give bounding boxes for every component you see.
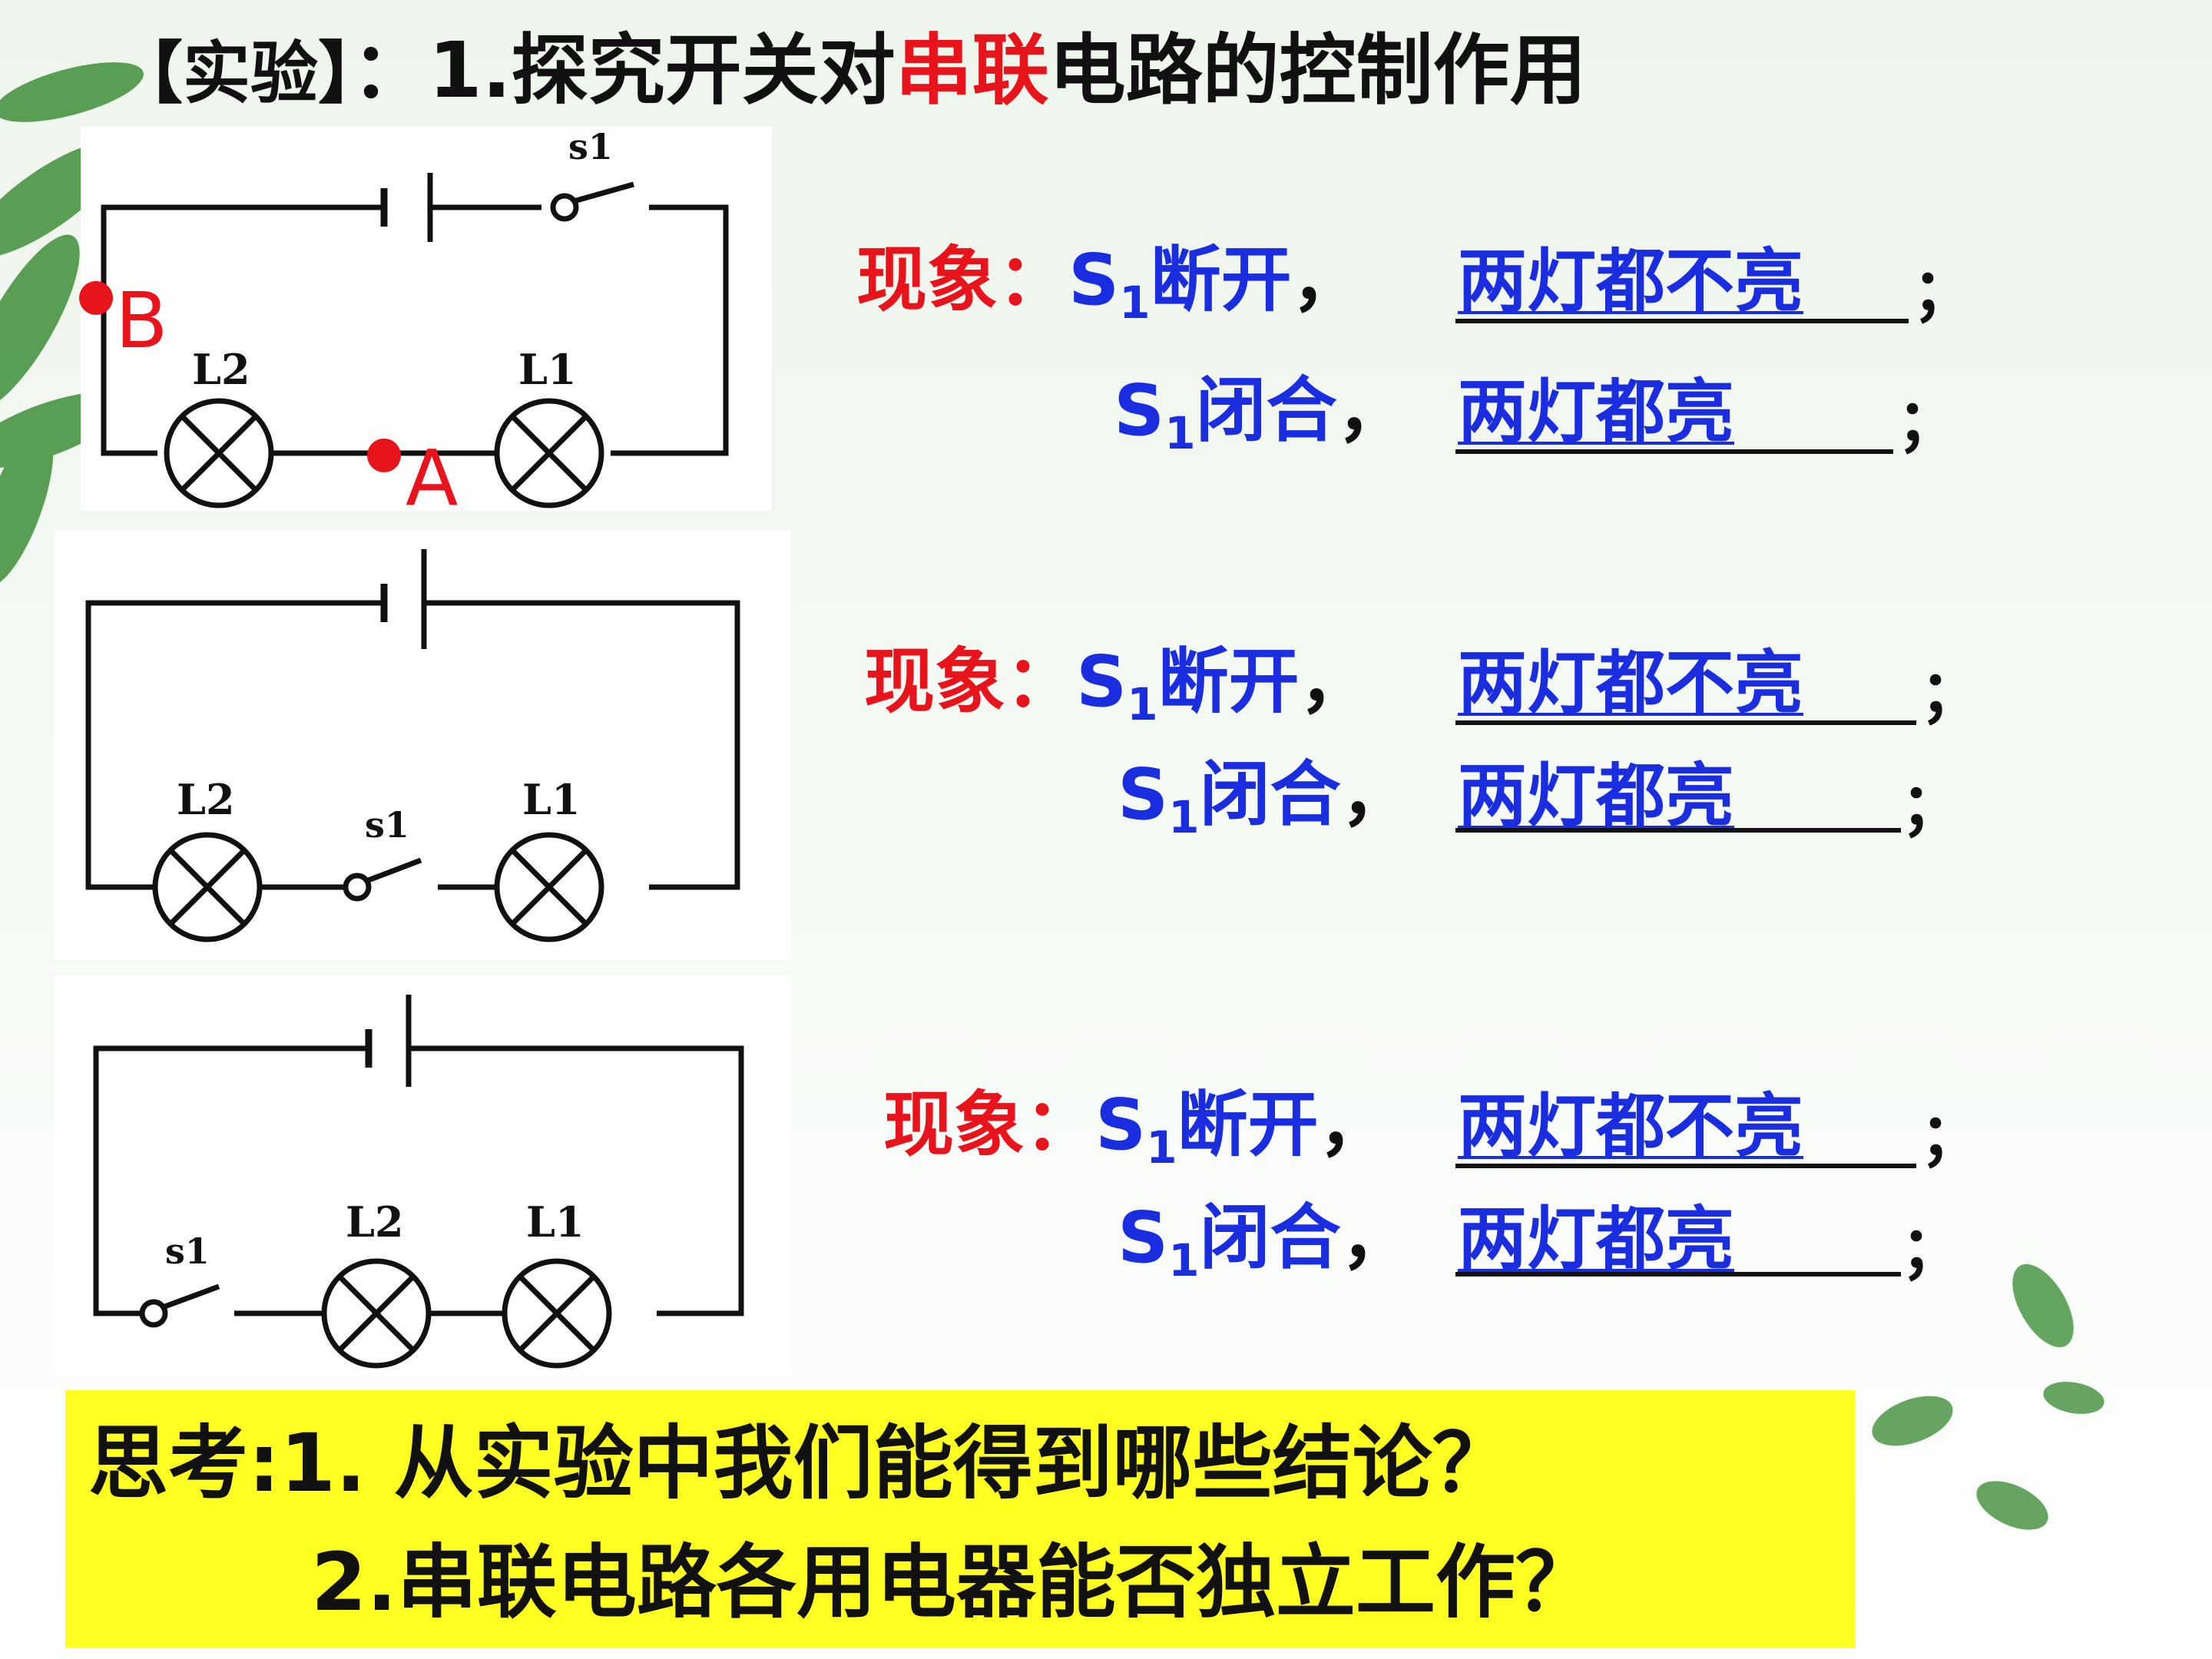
observation-1-closed-switch: S xyxy=(1114,369,1165,452)
observation-1-open-end: ； xyxy=(1912,256,1974,327)
circuit-2-lamp-right-label: L1 xyxy=(522,775,581,824)
point-b-label: B xyxy=(115,276,168,366)
think-question-1: 思考:1. 从实验中我们能得到哪些结论？ xyxy=(88,1416,1512,1510)
circuit-1-lamp-left-label: L2 xyxy=(192,345,250,394)
observation-1-open-comma: ， xyxy=(1291,239,1363,321)
observation-1-open-line: 现象：S1断开， xyxy=(856,234,1363,326)
observation-1-closed-switch-sub: 1 xyxy=(1164,407,1196,459)
circuit-2-svg: L2 s1 L1 xyxy=(85,549,740,942)
observation-1-open-switch-sub: 1 xyxy=(1119,276,1151,329)
observation-2-open-switch-sub: 1 xyxy=(1127,678,1158,730)
observation-1-label: 现象： xyxy=(856,239,1069,321)
circuit-2-lamp-l1 xyxy=(494,832,604,942)
circuit-3-lamp-right-label: L1 xyxy=(526,1197,584,1247)
title-suffix: 电路的控制作用 xyxy=(1048,25,1587,115)
observation-3-open-comma: ， xyxy=(1318,1084,1389,1166)
observation-3-closed-end: ； xyxy=(1901,1214,1962,1285)
circuit-2-wire-right xyxy=(424,600,740,890)
circuit-3-switch-blade xyxy=(161,1283,220,1310)
circuit-2-lamp-left-label: L2 xyxy=(177,775,235,824)
observation-3-label: 现象： xyxy=(883,1084,1096,1166)
observation-1-open-answer: 两灯都不亮 xyxy=(1458,241,1803,322)
observation-3-open-line: 现象：S1断开， xyxy=(883,1079,1389,1171)
observation-3-open-state: 断开 xyxy=(1177,1084,1319,1166)
observation-3-closed-switch: S xyxy=(1118,1197,1169,1279)
point-a-marker xyxy=(367,439,401,472)
observation-2-closed-end: ； xyxy=(1901,770,1962,842)
observation-1-closed-comma: ， xyxy=(1336,369,1408,452)
circuit-1-switch-pivot xyxy=(550,193,579,222)
observation-2-open-end: ； xyxy=(1920,657,1982,729)
observation-2-closed-state: 闭合 xyxy=(1199,753,1341,836)
circuit-1-lamp-l2 xyxy=(164,398,274,508)
observation-1-open-blank-line xyxy=(1455,319,1909,323)
observation-2-open-line: 现象：S1断开， xyxy=(864,636,1370,728)
observation-3-open-end: ； xyxy=(1920,1101,1982,1172)
observation-2-open-comma: ， xyxy=(1299,641,1370,723)
observation-3-closed-line: S1闭合， xyxy=(1118,1192,1412,1284)
observation-2-open-answer: 两灯都不亮 xyxy=(1458,643,1803,724)
observation-3-closed-blank-line xyxy=(1455,1272,1901,1277)
circuit-1-switch-blade xyxy=(573,181,634,204)
circuit-diagram-1: s1 L2 L1 xyxy=(81,127,772,511)
point-a-label: A xyxy=(406,433,459,523)
observation-1-closed-line: S1闭合， xyxy=(1114,365,1408,457)
observation-2-closed-switch: S xyxy=(1118,753,1169,836)
title-colon: ： xyxy=(352,25,429,115)
title-experiment-tag: 【实验】 xyxy=(115,34,353,113)
think-question-box: 思考:1. 从实验中我们能得到哪些结论？ 2.串联电路各用电器能否独立工作？ xyxy=(65,1390,1855,1647)
circuit-3-wire-left xyxy=(93,1045,369,1316)
circuit-diagram-2: L2 s1 L1 xyxy=(54,530,791,960)
observation-2-open-state: 断开 xyxy=(1157,641,1300,723)
observation-1-closed-end: ； xyxy=(1897,386,1959,458)
observation-1-closed-state: 闭合 xyxy=(1195,369,1337,452)
observation-3-closed-answer: 两灯都亮 xyxy=(1458,1199,1734,1280)
circuit-1-lamp-l1 xyxy=(494,398,604,508)
observation-3-open-answer: 两灯都不亮 xyxy=(1458,1086,1803,1167)
observation-2-closed-line: S1闭合， xyxy=(1118,749,1412,841)
circuit-3-lamp-left-label: L2 xyxy=(346,1197,404,1247)
observation-3-open-blank-line xyxy=(1455,1164,1916,1168)
circuit-1-switch-label: s1 xyxy=(568,127,613,167)
observation-1-open-state: 断开 xyxy=(1150,239,1292,321)
observation-2-open-blank-line xyxy=(1455,720,1916,725)
circuit-2-wire-left xyxy=(85,600,384,890)
circuit-3-switch-pivot xyxy=(139,1299,168,1328)
observation-3-open-switch-sub: 1 xyxy=(1146,1121,1177,1174)
circuit-3-lamp-l1 xyxy=(502,1258,612,1369)
observation-2-label: 现象： xyxy=(864,641,1077,723)
title-highlight-series: 串联 xyxy=(895,25,1049,115)
observation-3-closed-comma: ， xyxy=(1340,1197,1412,1279)
observation-3-closed-state: 闭合 xyxy=(1199,1197,1341,1279)
observation-3-open-switch: S xyxy=(1095,1084,1147,1166)
circuit-1-wire-right xyxy=(611,204,729,456)
observation-2-closed-blank-line xyxy=(1455,828,1901,833)
observation-1-open-switch: S xyxy=(1068,239,1120,321)
circuit-diagram-3: s1 L2 L1 xyxy=(54,975,791,1375)
circuit-1-svg: s1 L2 L1 xyxy=(101,127,729,508)
circuit-1-lamp-right-label: L1 xyxy=(518,345,577,394)
circuit-1-wire-left xyxy=(101,204,384,456)
leaf-cluster-right-decoration xyxy=(1872,1263,2104,1530)
observation-3-closed-switch-sub: 1 xyxy=(1168,1234,1200,1286)
title-prefix: 1.探究开关对 xyxy=(429,25,896,115)
observation-2-closed-switch-sub: 1 xyxy=(1168,791,1200,843)
circuit-3-wire-right xyxy=(409,1045,744,1316)
circuit-3-svg: s1 L2 L1 xyxy=(93,995,744,1369)
observation-1-closed-blank-line xyxy=(1455,449,1893,454)
observation-1-closed-answer: 两灯都亮 xyxy=(1458,372,1734,452)
circuit-2-switch-pivot xyxy=(343,873,372,902)
circuit-2-switch-blade xyxy=(365,857,422,884)
slide-title: 【实验】：1.探究开关对串联电路的控制作用 xyxy=(115,17,1587,127)
think-question-2: 2.串联电路各用电器能否独立工作？ xyxy=(311,1535,1595,1629)
circuit-3-switch-label: s1 xyxy=(165,1230,210,1272)
point-b-marker xyxy=(79,281,113,315)
observation-2-closed-comma: ， xyxy=(1340,753,1412,836)
observation-2-open-switch: S xyxy=(1076,641,1128,723)
observation-2-closed-answer: 两灯都亮 xyxy=(1458,756,1734,836)
circuit-2-switch-label: s1 xyxy=(365,804,409,846)
